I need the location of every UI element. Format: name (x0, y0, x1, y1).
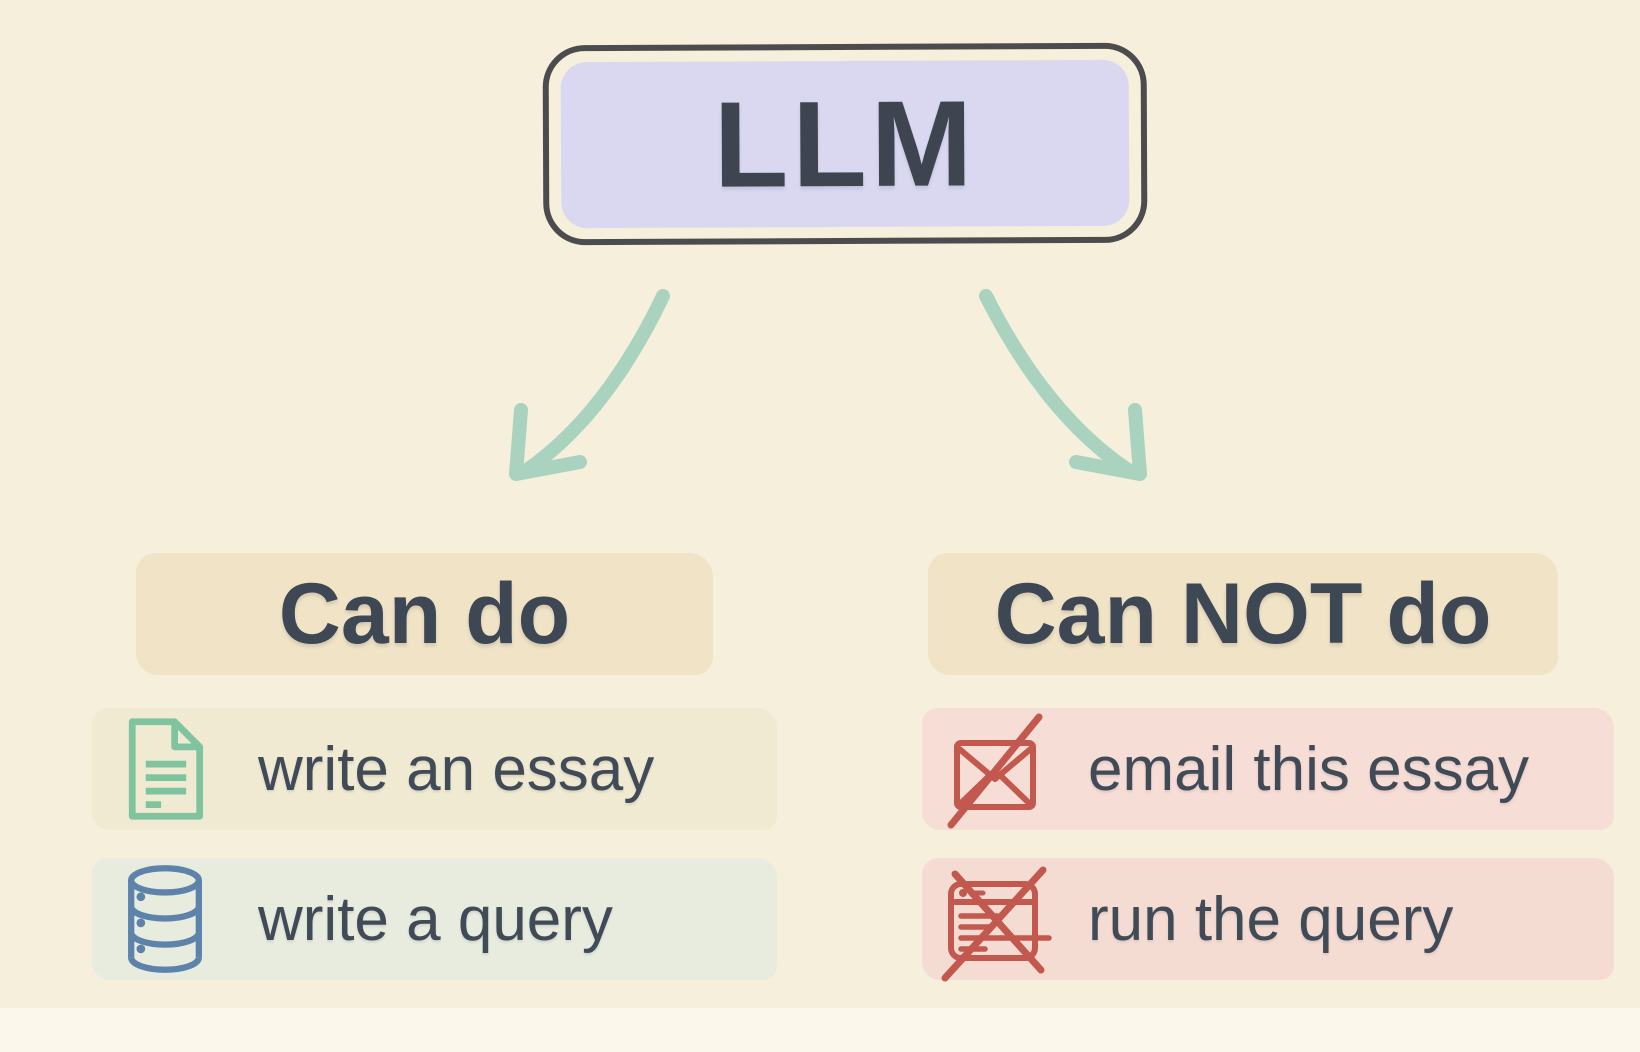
llm-node-fill: LLM (560, 59, 1130, 229)
blocked-email-icon (936, 706, 1054, 832)
database-icon (106, 862, 224, 976)
can-do-header: Can do (136, 553, 713, 675)
left-arrow (509, 289, 670, 481)
can-do-item-write-essay: write an essay (92, 708, 777, 830)
llm-node: LLM (542, 42, 1148, 246)
can-not-do-header-label: Can NOT do (994, 565, 1492, 662)
blocked-run-query-icon (936, 854, 1054, 984)
right-arrow (979, 289, 1147, 481)
document-icon (106, 716, 224, 822)
can-do-item-write-query: write a query (92, 858, 777, 980)
bottom-margin-strip (0, 1008, 1640, 1052)
can-not-do-header: Can NOT do (928, 553, 1558, 675)
item-label: write a query (258, 884, 613, 954)
item-label: email this essay (1088, 734, 1530, 804)
item-label: write an essay (258, 734, 655, 804)
item-label: run the query (1088, 884, 1454, 954)
can-not-do-item-email-essay: email this essay (922, 708, 1614, 830)
llm-label: LLM (713, 75, 977, 213)
can-not-do-item-run-query: run the query (922, 858, 1614, 982)
can-do-header-label: Can do (278, 565, 571, 662)
